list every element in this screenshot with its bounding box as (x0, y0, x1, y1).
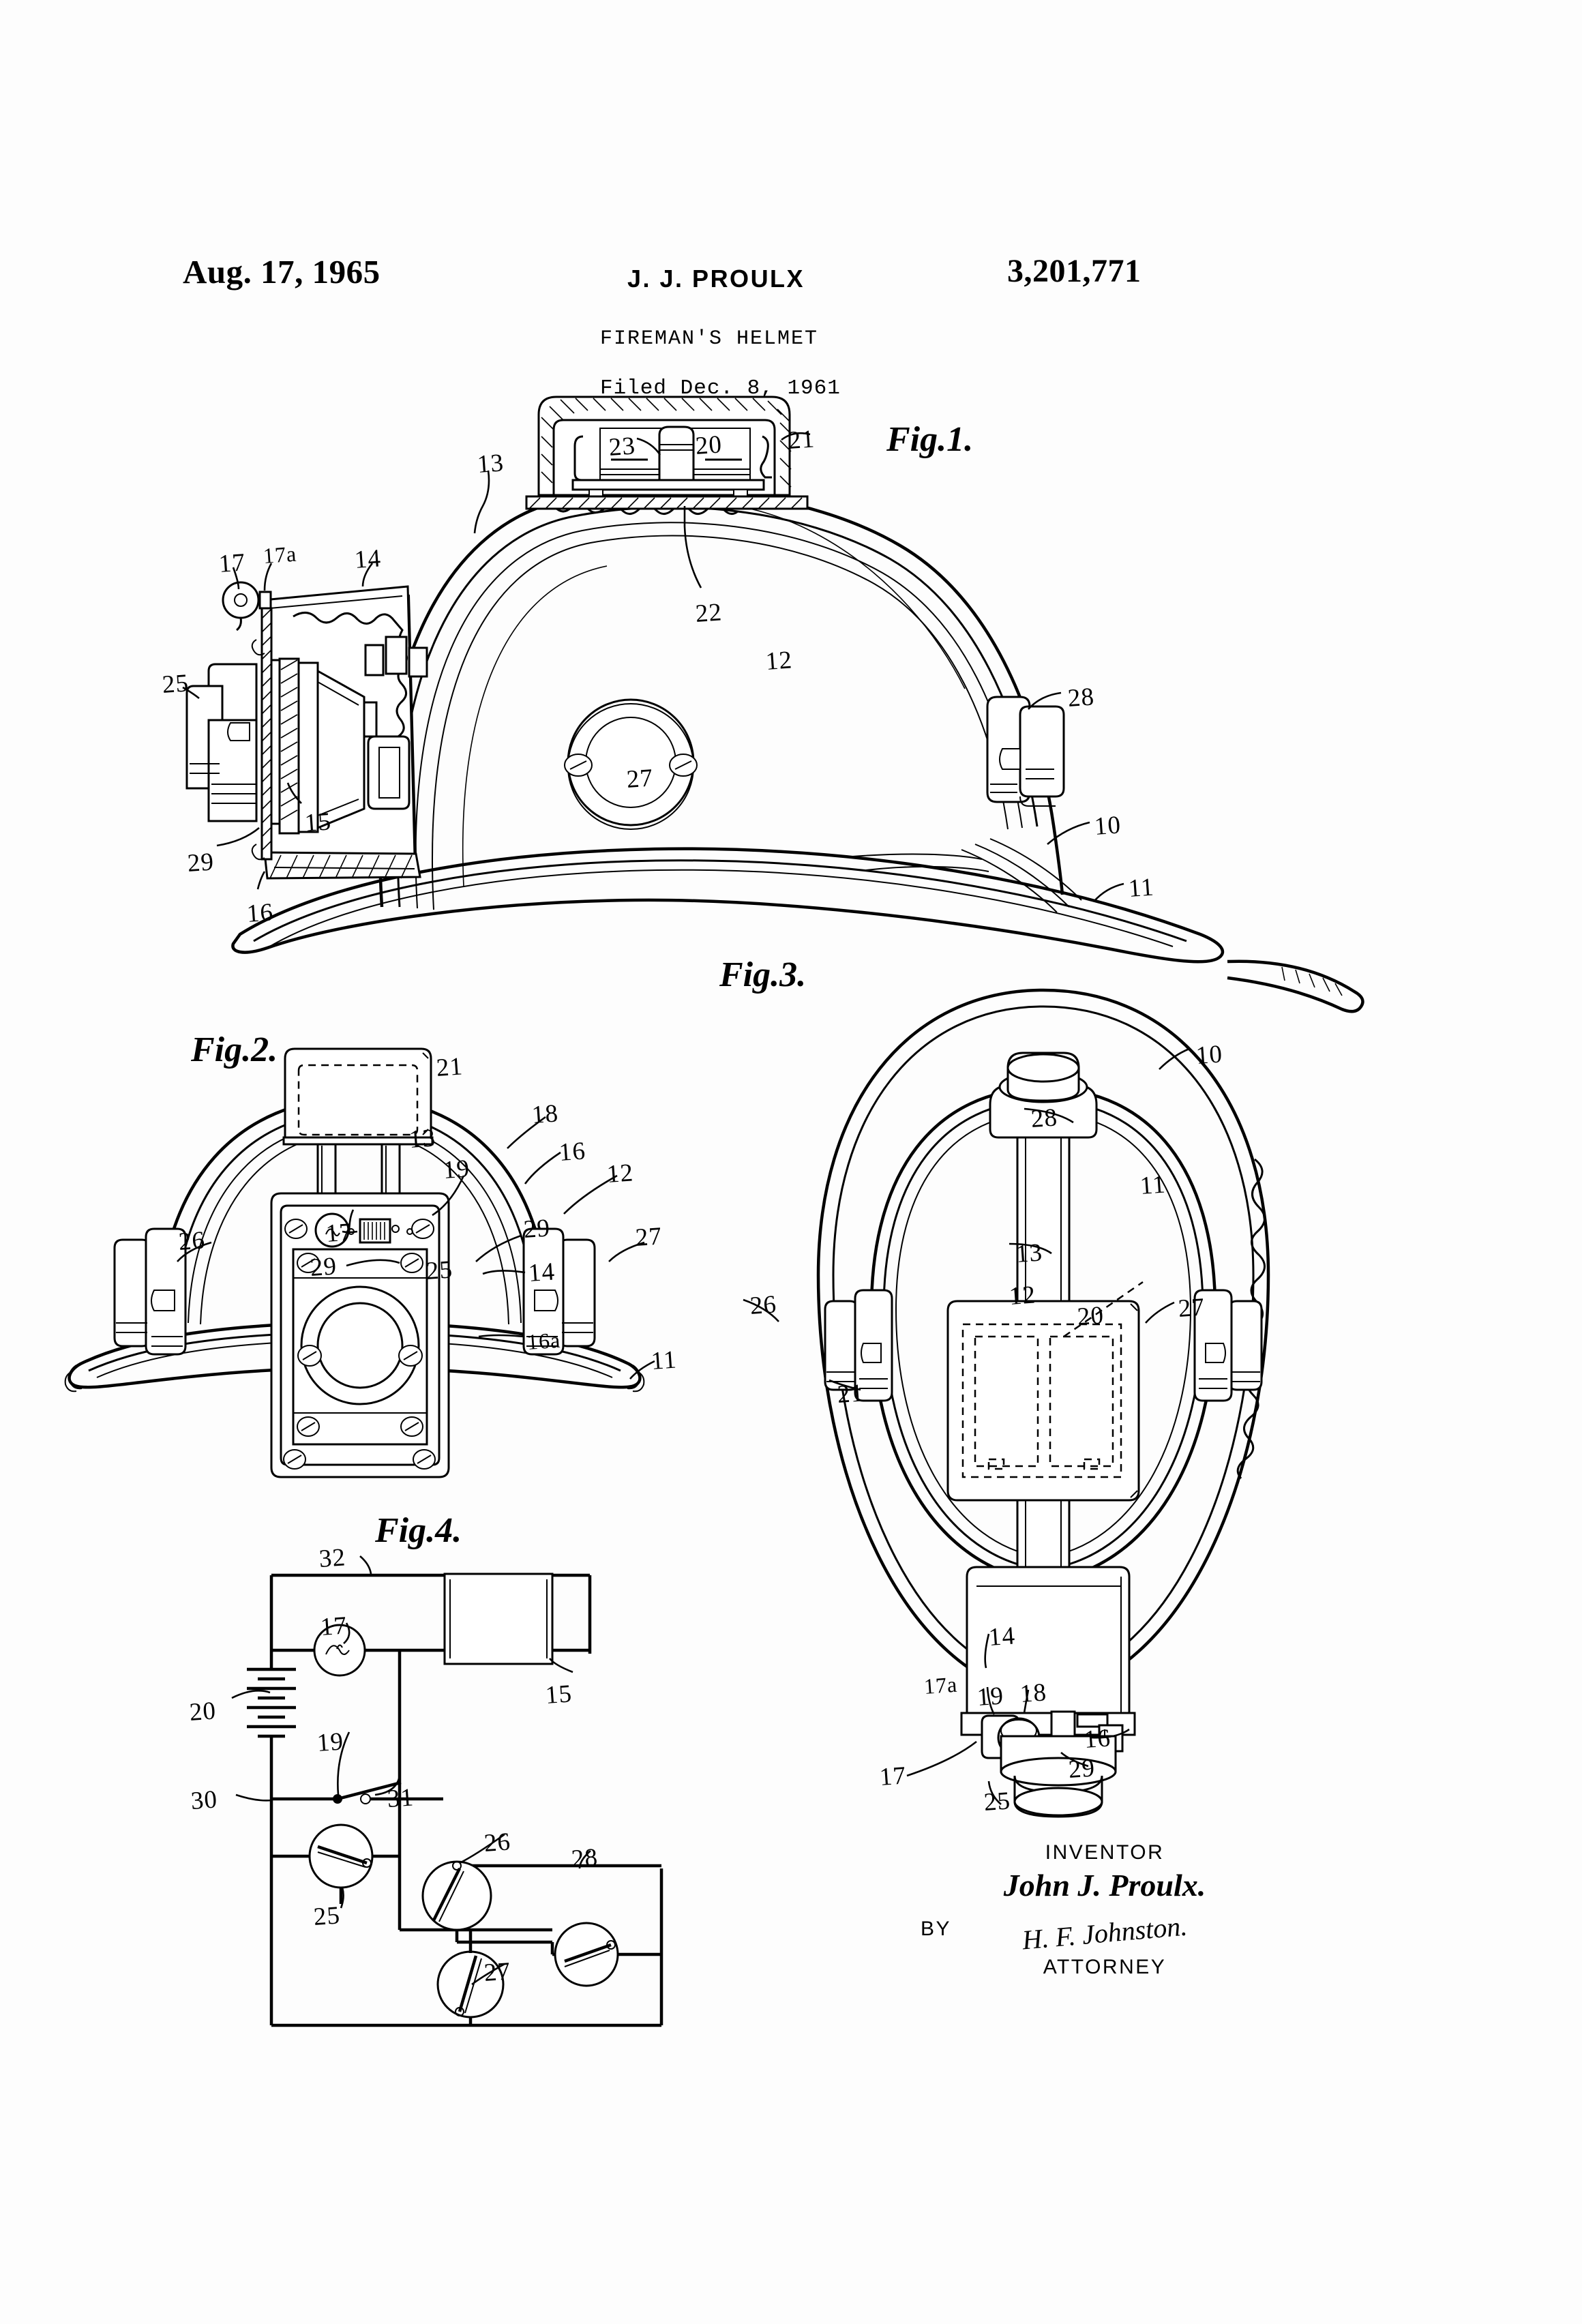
ref-numeral-12: 12 (764, 646, 794, 676)
lamp-26 (421, 1860, 661, 1944)
ref-numeral-29: 29 (186, 848, 215, 878)
ref-numeral-16: 16 (1083, 1724, 1112, 1754)
figure-3-drawing (743, 959, 1364, 1818)
ref-numeral-20: 20 (188, 1697, 218, 1727)
ref-numeral-31: 31 (386, 1783, 415, 1813)
ref-numeral-17: 17 (325, 1218, 354, 1248)
ref-numeral-17a: 17a (923, 1671, 959, 1699)
ref-numeral-27: 27 (483, 1957, 512, 1987)
figure-1-caption: Fig.1. (886, 420, 974, 459)
ref-numeral-17: 17 (319, 1611, 348, 1641)
switch-19 (271, 1781, 443, 1804)
ref-numeral-17a: 17a (262, 541, 298, 568)
ref-numeral-29: 29 (1067, 1754, 1096, 1784)
rear-housing-fig2 (270, 1192, 450, 1478)
by-label: BY (921, 1918, 952, 1940)
battery-symbol-20 (247, 1650, 296, 2025)
ref-numeral-18: 18 (531, 1099, 560, 1129)
rear-housing-14-fig3 (960, 1566, 1136, 1818)
ref-numeral-13: 13 (476, 449, 505, 479)
battery-box-21-fig3 (946, 1300, 1140, 1502)
ref-numeral-25: 25 (425, 1255, 454, 1285)
unit-15 (443, 1573, 554, 1665)
ref-numeral-27: 27 (625, 764, 655, 794)
figure-4-caption: Fig.4. (375, 1511, 462, 1550)
battery-box-21-fig2 (282, 1047, 434, 1146)
ref-numeral-25: 25 (312, 1901, 342, 1931)
ref-numeral-21: 21 (787, 425, 816, 455)
left-side-assembly-fig1 (185, 581, 428, 880)
figure-2-drawing (64, 1047, 655, 1478)
figure-1-drawing (182, 396, 1225, 964)
ref-numeral-26: 26 (749, 1290, 778, 1320)
ref-numeral-27: 27 (634, 1222, 663, 1252)
ref-numeral-15: 15 (303, 807, 333, 837)
ref-numeral-25: 25 (983, 1787, 1012, 1817)
figure-4-circuit-diagram (231, 1555, 663, 2027)
inventor-name: J. J. PROULX (627, 265, 805, 293)
ref-numeral-14: 14 (527, 1257, 556, 1287)
battery-housing-fig1 (525, 396, 809, 510)
side-lamp-27-fig3 (1193, 1289, 1263, 1402)
ref-numeral-25: 25 (161, 669, 190, 699)
ref-numeral-29: 29 (522, 1214, 552, 1244)
ref-numeral-21: 21 (836, 1379, 865, 1409)
attorney-label: ATTORNEY (1043, 1956, 1167, 1978)
patent-date: Aug. 17, 1965 (183, 253, 380, 290)
ref-numeral-28: 28 (1066, 683, 1096, 713)
ref-numeral-17: 17 (878, 1761, 908, 1791)
inventor-label: INVENTOR (1045, 1841, 1165, 1864)
ref-numeral-26: 26 (177, 1226, 207, 1256)
ref-numeral-27: 27 (1177, 1293, 1206, 1323)
ref-numeral-19: 19 (976, 1682, 1005, 1712)
ref-numeral-18: 18 (1019, 1678, 1048, 1708)
ref-numeral-21: 21 (435, 1052, 464, 1082)
ref-numeral-22: 22 (694, 598, 723, 628)
ref-numeral-16: 16 (245, 898, 275, 928)
invention-title: FIREMAN'S HELMET (600, 327, 819, 351)
lamp-27 (436, 1930, 505, 2025)
side-lamp-26-fig2 (113, 1227, 187, 1356)
ref-numeral-17: 17 (218, 548, 247, 578)
signature-block: INVENTOR John J. Proulx. BY H. F. Johnst… (921, 1841, 1268, 1979)
ref-numeral-20: 20 (1076, 1301, 1105, 1331)
figure-2-caption: Fig.2. (191, 1030, 278, 1069)
ref-numeral-30: 30 (190, 1785, 219, 1815)
ref-numeral-13: 13 (408, 1124, 437, 1154)
ref-numeral-11: 11 (1127, 873, 1155, 903)
ref-numeral-28: 28 (570, 1843, 599, 1873)
ref-numeral-20: 20 (694, 430, 723, 460)
ref-numeral-19: 19 (316, 1727, 345, 1757)
ref-numeral-14: 14 (987, 1622, 1017, 1652)
ref-numeral-15: 15 (544, 1680, 573, 1710)
ref-numeral-16a: 16a (526, 1327, 562, 1354)
attorney-signature: H. F. Johnston. (1021, 1910, 1189, 1956)
ref-numeral-23: 23 (608, 432, 637, 462)
inventor-signature: John J. Proulx. (1003, 1868, 1206, 1903)
ref-numeral-29: 29 (309, 1252, 338, 1282)
ref-numeral-26: 26 (483, 1828, 512, 1858)
lamp-28 (550, 1922, 661, 1987)
side-lamp-27-fig2 (522, 1227, 596, 1356)
ref-numeral-12: 12 (606, 1159, 635, 1189)
front-lamp-27 (564, 698, 698, 830)
ref-numeral-11: 11 (1139, 1170, 1167, 1200)
ref-numeral-10: 10 (1093, 811, 1122, 841)
ref-numeral-11: 11 (650, 1345, 678, 1375)
lamp-25 (271, 1823, 400, 1904)
ref-numeral-10: 10 (1195, 1040, 1224, 1070)
ref-numeral-32: 32 (318, 1543, 347, 1573)
ref-numeral-16: 16 (558, 1137, 587, 1167)
ref-numeral-13: 13 (1015, 1238, 1044, 1268)
patent-number: 3,201,771 (1007, 253, 1141, 289)
figure-3-caption: Fig.3. (719, 955, 807, 994)
ref-numeral-12: 12 (1008, 1281, 1037, 1311)
ref-numeral-28: 28 (1030, 1103, 1059, 1133)
side-lamp-28-fig1 (986, 696, 1065, 807)
ref-numeral-14: 14 (353, 544, 383, 574)
ref-numeral-19: 19 (442, 1154, 471, 1185)
top-lamp-28-fig3 (989, 1052, 1098, 1139)
